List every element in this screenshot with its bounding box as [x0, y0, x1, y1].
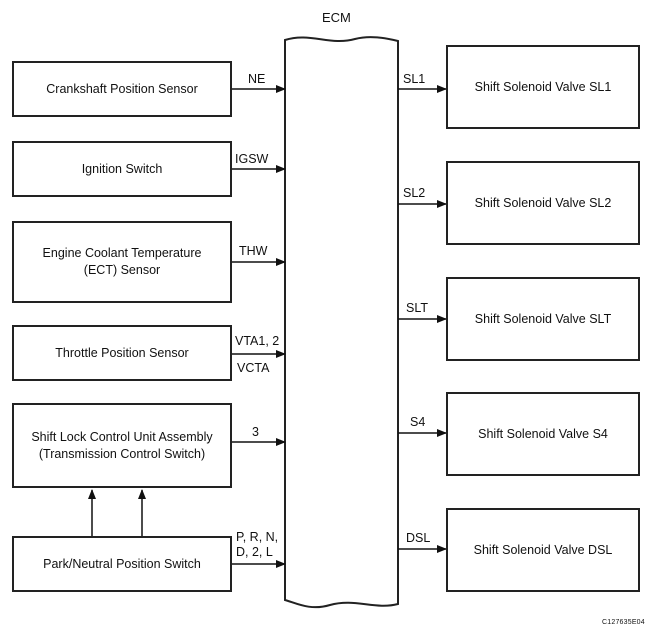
signal-igsw: IGSW [235, 152, 269, 166]
signal-prn: P, R, N, [236, 530, 279, 544]
park-neutral-switch-box: Park/Neutral Position Switch [12, 536, 232, 592]
box-label: Shift Solenoid Valve SLT [474, 311, 612, 326]
box-label-line1: Shift Lock Control Unit Assembly [31, 429, 213, 444]
crankshaft-sensor-box: Crankshaft Position Sensor [12, 61, 232, 117]
box-label: Park/Neutral Position Switch [43, 556, 201, 571]
signal-ne: NE [248, 72, 266, 86]
ecm-block [284, 36, 399, 609]
solenoid-sl1-box: Shift Solenoid Valve SL1 [446, 45, 640, 129]
signal-3: 3 [252, 425, 259, 439]
shift-lock-unit-box: Shift Lock Control Unit Assembly (Transm… [12, 403, 232, 488]
box-label: Shift Solenoid Valve S4 [478, 426, 608, 441]
signal-thw: THW [239, 244, 268, 258]
box-label: Crankshaft Position Sensor [46, 81, 198, 96]
signal-sl2: SL2 [403, 186, 426, 200]
signal-d2l: D, 2, L [236, 545, 273, 559]
ecm-label: ECM [322, 10, 351, 25]
signal-dsl: DSL [406, 531, 431, 545]
signal-vta: VTA1, 2 [235, 334, 280, 348]
solenoid-slt-box: Shift Solenoid Valve SLT [446, 277, 640, 361]
box-label: Shift Solenoid Valve SL2 [474, 195, 612, 210]
box-label: Shift Solenoid Valve DSL [473, 542, 613, 557]
signal-sl1: SL1 [403, 72, 426, 86]
box-label: Throttle Position Sensor [55, 345, 189, 360]
box-label-line1: Engine Coolant Temperature [42, 246, 202, 260]
box-label-line2: (ECT) Sensor [83, 263, 161, 277]
box-label: Shift Solenoid Valve SL1 [474, 79, 612, 94]
signal-s4: S4 [410, 415, 426, 429]
solenoid-dsl-box: Shift Solenoid Valve DSL [446, 508, 640, 592]
signal-slt: SLT [406, 301, 428, 315]
ignition-switch-box: Ignition Switch [12, 141, 232, 197]
box-label: Ignition Switch [81, 161, 163, 176]
ect-sensor-box: Engine Coolant Temperature (ECT) Sensor [12, 221, 232, 303]
figure-code: C127635E04 [602, 619, 645, 626]
throttle-sensor-box: Throttle Position Sensor [12, 325, 232, 381]
signal-vcta: VCTA [237, 361, 270, 375]
solenoid-s4-box: Shift Solenoid Valve S4 [446, 392, 640, 476]
solenoid-sl2-box: Shift Solenoid Valve SL2 [446, 161, 640, 245]
box-label-line2: (Transmission Control Switch) [38, 446, 206, 461]
